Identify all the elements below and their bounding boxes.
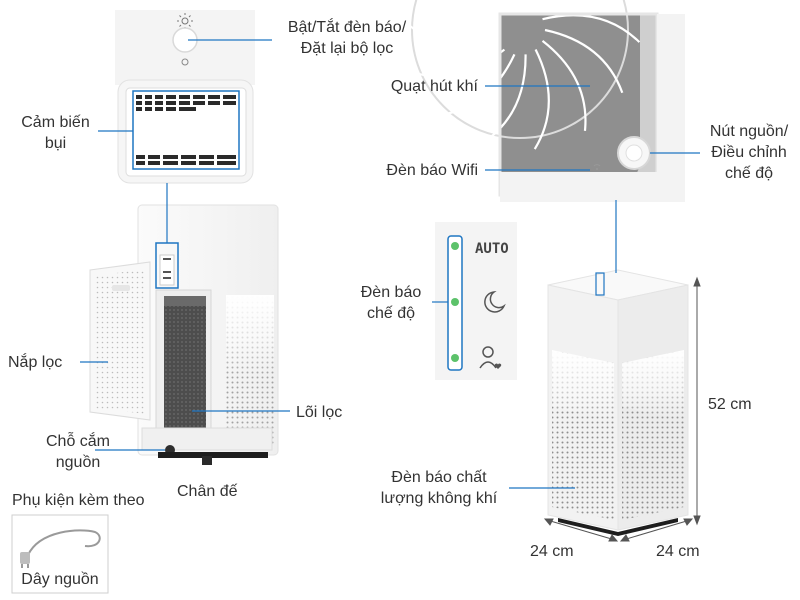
power-cord-illustration [11,514,109,594]
fan-blade [481,54,527,145]
mode-auto-label: AUTO [475,241,509,257]
fan-blade [544,28,624,94]
fan-blade [498,0,506,11]
mode-led-favorite [451,354,459,362]
purifier-front-view [547,269,689,536]
label-air-quality-light: Đèn báo chất lượng không khí [380,469,498,507]
wifi-icon [593,164,601,167]
mode-led-auto [451,242,459,250]
dimension-lines [543,276,701,542]
mode-led-sleep [451,298,459,306]
label-power-button: Nút nguồn/ Điều chỉnh chế độ [709,123,789,182]
fan-blade [475,0,499,21]
mode-panel [435,222,517,380]
sun-icon [181,17,189,25]
purifier-open-view [89,204,279,465]
label-power-socket: Chỗ cắm nguồn [45,433,111,471]
label-accessories: Phụ kiện kèm theo [12,492,145,509]
fan-blade [542,14,641,43]
label-dust-sensor: Cảm biến bụi [21,114,90,152]
fan-blade [541,39,587,132]
fan-blades [399,0,641,150]
fan-blade [435,53,516,117]
dust-sensor-closeup [117,79,254,184]
fan-blade [436,0,496,32]
fan-blade [513,0,516,6]
fan-blade [399,17,498,46]
label-base-feet: Chân đế [177,483,238,500]
filter-core-shape [164,296,206,444]
label-height: 52 cm [708,396,752,413]
label-depth: 24 cm [530,543,574,560]
moon-icon [484,291,506,313]
label-mode-lights: Đèn báo chế độ [360,284,422,322]
favorite-user-icon [482,346,494,358]
label-power-cord: Dây nguồn [21,571,99,588]
fan-blade [406,48,506,78]
fan-blade [524,0,530,7]
fan-blade [533,49,550,150]
fan-closeup [399,0,685,202]
label-filter-core: Lõi lọc [296,404,343,421]
leader-lines [80,39,700,489]
label-width: 24 cm [656,543,700,560]
label-wifi-light: Đèn báo Wifi [386,162,478,179]
label-intake-fan: Quạt hút khí [390,78,478,95]
light-button-closeup [115,10,255,85]
fan-blade [534,0,553,12]
label-filter-cover: Nắp lọc [8,354,63,371]
label-light-reset: Bật/Tắt đèn báo/ Đặt lại bộ lọc [287,19,407,57]
